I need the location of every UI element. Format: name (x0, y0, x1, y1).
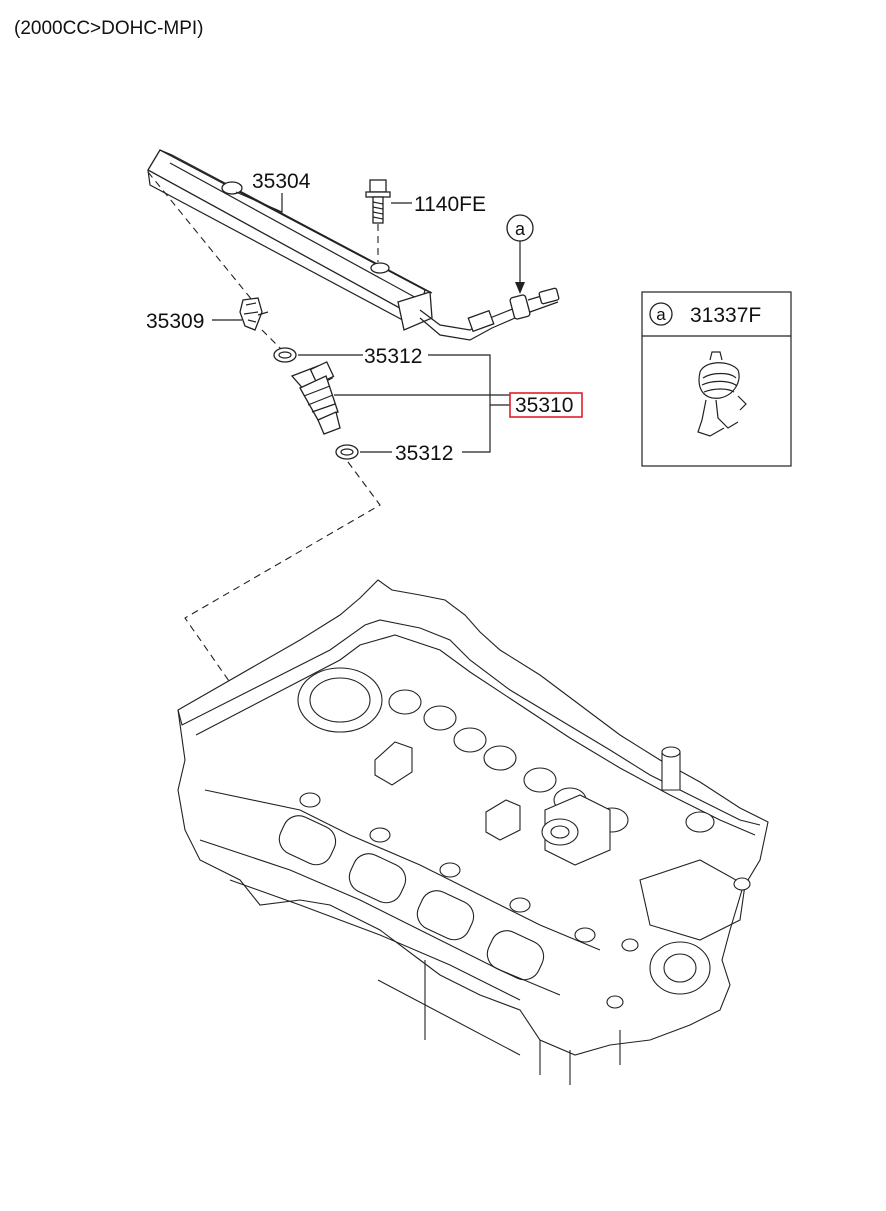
fuel-injector (290, 361, 341, 435)
group-bracket (428, 354, 491, 453)
header-caption: (2000CC>DOHC-MPI) (14, 18, 204, 39)
assembly-line-clip-oring (261, 329, 283, 351)
ref-marker-a: a (506, 214, 534, 294)
ref-marker-a-label: a (515, 219, 526, 239)
callout-35309: 35309 (146, 310, 204, 333)
callout-35310[interactable]: 35310 (515, 394, 573, 417)
assembly-line-rail-clip (147, 171, 253, 301)
leader-35304 (235, 191, 283, 213)
fuel-rail (147, 149, 560, 341)
callout-35312-top: 35312 (364, 345, 422, 368)
bolt-1140fe (365, 179, 391, 262)
callout-35310-highlight[interactable] (509, 392, 583, 418)
oring-top (273, 347, 297, 363)
detail-box: a 31337F (641, 291, 792, 467)
detail-part-number: 31337F (690, 304, 761, 327)
callout-1140fe: 1140FE (414, 193, 486, 216)
callout-35312-bottom: 35312 (395, 442, 453, 465)
oring-bottom (335, 444, 359, 460)
detail-ref-marker: a (656, 305, 666, 324)
clip-35309 (239, 297, 269, 331)
leader-injector-mid (334, 394, 511, 405)
callout-35304: 35304 (252, 170, 311, 193)
clip-31337f-icon (697, 351, 747, 437)
cylinder-head (177, 579, 769, 1085)
